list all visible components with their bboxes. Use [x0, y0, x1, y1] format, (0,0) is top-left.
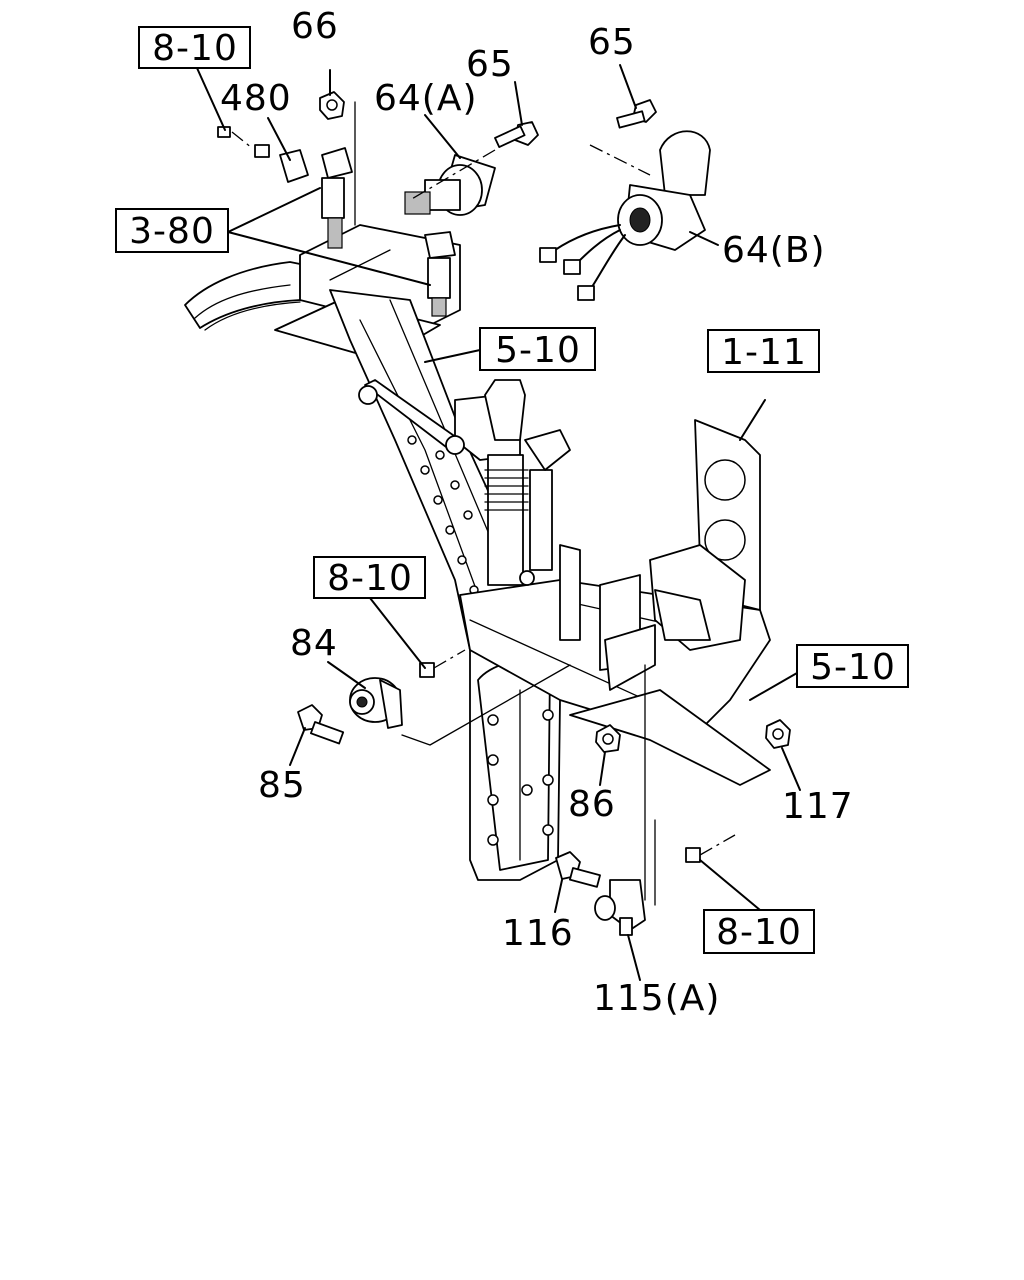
svg-text:8-10: 8-10 [152, 28, 238, 69]
pipe-fittings [217, 126, 456, 317]
sensor-115a [594, 879, 646, 936]
bolt-65-right [616, 99, 657, 129]
leader-lines [196, 64, 801, 981]
label-115a: 115(A) [593, 978, 720, 1019]
bolt-65-left [494, 121, 539, 148]
label-117: 117 [782, 786, 854, 827]
svg-text:8-10: 8-10 [327, 558, 413, 599]
svg-text:1-11: 1-11 [721, 332, 807, 373]
svg-text:8-10: 8-10 [716, 912, 802, 953]
callout-8-10-top: 8-10 [138, 26, 251, 69]
solenoid-64a [404, 154, 496, 216]
nut-66 [319, 91, 345, 120]
connector-64b [539, 130, 711, 301]
bolt-116 [555, 851, 601, 888]
label-66: 66 [291, 6, 339, 47]
callout-8-10-bottom: 8-10 [703, 909, 815, 954]
steering-column-assembly [358, 379, 571, 586]
bushing-84 [349, 677, 403, 729]
svg-text:5-10: 5-10 [810, 647, 896, 688]
label-116: 116 [502, 913, 574, 954]
callout-5-10-upper: 5-10 [479, 327, 596, 371]
label-64a: 64(A) [374, 78, 478, 119]
callout-1-11: 1-11 [707, 329, 820, 373]
label-64b: 64(B) [722, 230, 826, 271]
label-65-left: 65 [466, 44, 514, 85]
callout-5-10-lower: 5-10 [796, 644, 909, 688]
nut-86 [595, 724, 621, 753]
bolt-85 [297, 704, 345, 745]
label-65-right: 65 [588, 22, 636, 63]
svg-text:5-10: 5-10 [495, 330, 581, 371]
callout-3-80: 3-80 [115, 208, 229, 253]
nut-117 [765, 719, 791, 749]
label-85: 85 [258, 765, 306, 806]
label-480: 480 [220, 78, 292, 119]
label-86: 86 [568, 784, 616, 825]
label-84: 84 [290, 623, 338, 664]
svg-text:3-80: 3-80 [129, 211, 215, 252]
callout-8-10-mid: 8-10 [313, 556, 426, 599]
